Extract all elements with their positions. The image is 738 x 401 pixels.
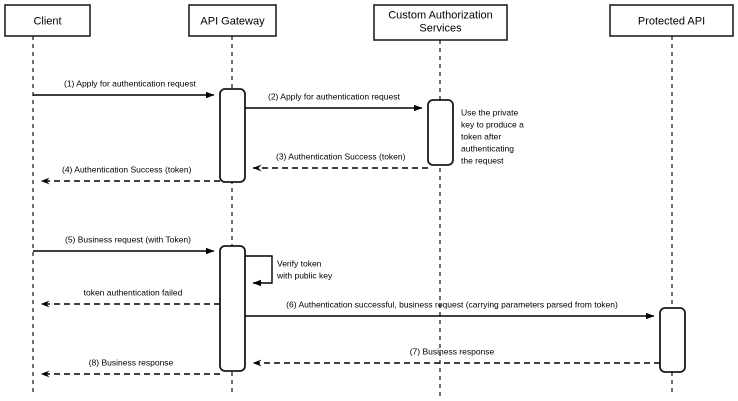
participant-protected[interactable]: Protected API (609, 4, 734, 37)
activation-gateway-business (219, 245, 246, 372)
message-2[interactable]: (2) Apply for authentication request (245, 91, 423, 112)
message-token-auth-failed[interactable]: token authentication failed (40, 287, 220, 308)
participant-authsvc-label-line2: Services (419, 22, 462, 34)
activation-protected (659, 307, 686, 373)
participant-client-label: Client (33, 15, 61, 27)
message-6[interactable]: (6) Authentication successful, business … (245, 299, 655, 320)
message-1[interactable]: (1) Apply for authentication request (33, 78, 215, 99)
message-6-label: (6) Authentication successful, business … (286, 299, 618, 309)
message-token-auth-failed-label: token authentication failed (84, 287, 183, 297)
message-1-label: (1) Apply for authentication request (64, 78, 196, 88)
message-8[interactable]: (8) Business response (40, 357, 220, 378)
participant-authsvc-label: Custom Authorization (388, 9, 493, 21)
message-4-label: (4) Authentication Success (token) (62, 164, 192, 174)
self-message-verify-token-line-1: Verify token (277, 258, 322, 268)
note-private-key-line-3: token after (461, 131, 501, 141)
participant-client[interactable]: Client (4, 4, 91, 37)
self-message-verify-token-line-2: with public key (276, 270, 333, 280)
participant-authsvc[interactable]: Custom Authorization Services (373, 4, 508, 41)
self-message-verify-token[interactable]: Verify token with public key (245, 255, 333, 287)
message-5-label: (5) Business request (with Token) (65, 234, 191, 244)
activation-gateway-auth (219, 88, 246, 183)
note-private-key-line-4: authenticating (461, 143, 514, 153)
participant-protected-label: Protected API (638, 15, 705, 27)
lifelines (32, 36, 673, 396)
message-2-label: (2) Apply for authentication request (268, 91, 400, 101)
message-3[interactable]: (3) Authentication Success (token) (252, 151, 428, 172)
note-private-key-line-1: Use the private (461, 107, 518, 117)
note-private-key-line-5: the request (461, 155, 504, 165)
note-private-key: Use the private key to produce a token a… (461, 107, 524, 165)
note-private-key-line-2: key to produce a (461, 119, 524, 129)
message-8-label: (8) Business response (89, 357, 174, 367)
self-message-verify-token-path (245, 255, 273, 287)
participant-gateway[interactable]: API Gateway (188, 4, 277, 37)
message-3-label: (3) Authentication Success (token) (276, 151, 406, 161)
participant-gateway-label: API Gateway (200, 15, 265, 27)
message-7-label: (7) Business response (410, 346, 495, 356)
message-5[interactable]: (5) Business request (with Token) (33, 234, 215, 255)
message-7[interactable]: (7) Business response (252, 346, 660, 367)
message-4[interactable]: (4) Authentication Success (token) (40, 164, 220, 185)
activation-authsvc (427, 99, 454, 166)
